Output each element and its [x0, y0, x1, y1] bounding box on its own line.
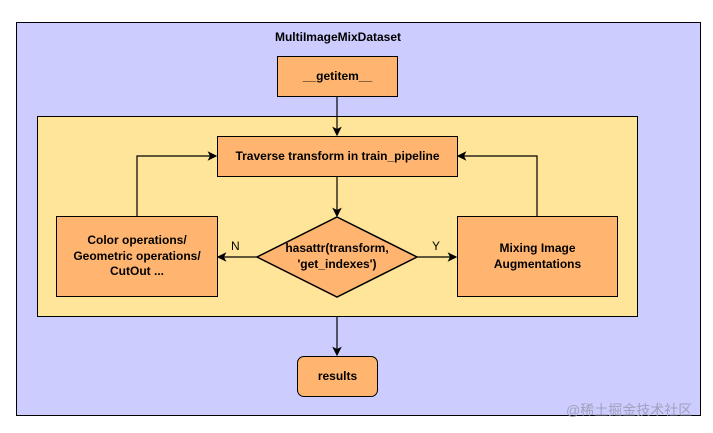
arrow-right-loop-back: [456, 151, 538, 216]
decision-label: hasattr(transform, 'get_indexes'): [267, 237, 407, 277]
mixing-augmentations-node: Mixing Image Augmentations: [457, 216, 618, 297]
left-line-3: CutOut ...: [110, 264, 164, 279]
color-geometric-ops-node: Color operations/ Geometric operations/ …: [56, 216, 218, 297]
traverse-node: Traverse transform in train_pipeline: [217, 136, 458, 177]
right-line-2: Augmentations: [493, 256, 582, 271]
getitem-node: __getitem__: [277, 56, 398, 97]
decision-diamond: [255, 216, 419, 298]
edge-label-yes: Y: [432, 239, 441, 253]
edge-label-no: N: [231, 239, 240, 253]
decision-line-1: hasattr(transform,: [285, 241, 389, 256]
left-line-1: Color operations/: [87, 233, 187, 248]
decision-line-2: 'get_indexes'): [297, 257, 377, 271]
results-node: results: [297, 356, 378, 397]
left-line-2: Geometric operations/: [73, 248, 201, 263]
watermark: @稀土掘金技术社区: [566, 402, 693, 418]
diagram-title: MultiImageMixDataset: [274, 30, 402, 44]
arrow-left-loop-back: [136, 151, 218, 216]
right-line-1: Mixing Image: [499, 240, 576, 255]
